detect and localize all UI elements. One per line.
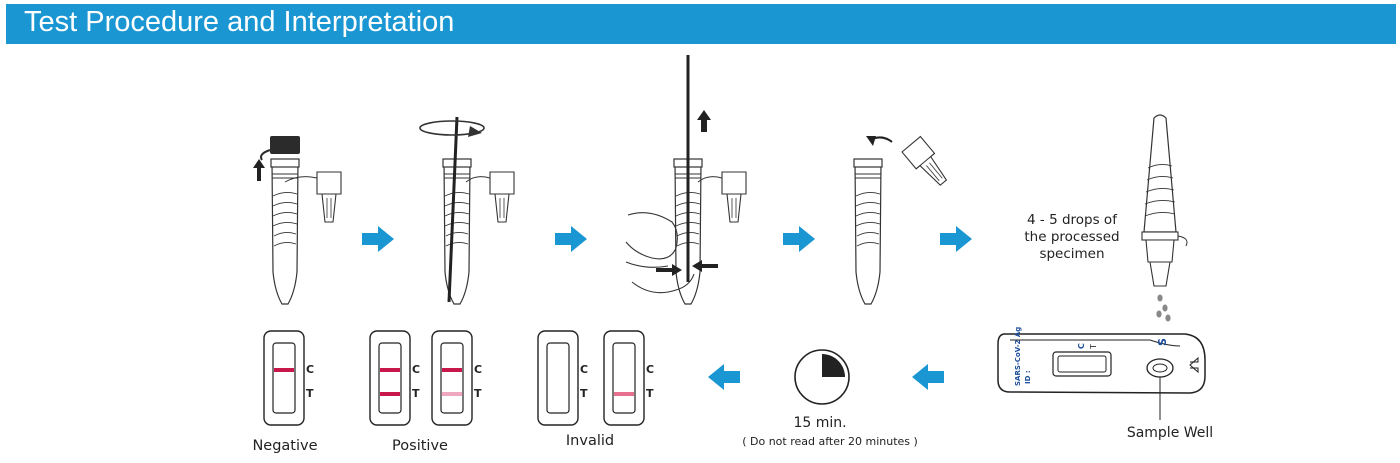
step4-curve-arrow	[866, 136, 893, 146]
step4-dropper-tilted	[901, 136, 954, 191]
step3-up-arrow	[697, 110, 711, 132]
timer-clock-icon	[794, 349, 850, 405]
invalid-1-t-marker: T	[580, 387, 588, 400]
step5-instruction-line-1: 4 - 5 drops of	[1027, 212, 1117, 228]
step3-tube-squeeze	[673, 55, 703, 305]
arrow-right-1	[362, 226, 394, 252]
positive-2-c-marker: C	[474, 363, 483, 376]
cassette-sample-mark: S	[1156, 338, 1169, 346]
result-negative-label: Negative	[252, 438, 318, 454]
step5-instruction: 4 - 5 drops of the processed specimen	[1012, 212, 1132, 263]
result-card-invalid-blank	[537, 330, 579, 426]
test-cassette: SARS-CoV-2 Ag ID : C T S	[997, 327, 1206, 420]
step2-rotate-arrow	[419, 120, 485, 137]
step1-lid	[253, 136, 300, 181]
invalid-2-t-marker: T	[646, 387, 654, 400]
step5-drops	[1156, 294, 1171, 322]
step3-hand	[625, 212, 718, 294]
step2-tube-with-swab	[442, 116, 472, 305]
step1-dropper-cap	[284, 171, 342, 223]
timer-note: ( Do not read after 20 minutes )	[742, 435, 918, 448]
result-invalid-label: Invalid	[565, 433, 615, 449]
header-bar: Test Procedure and Interpretation	[6, 4, 1396, 44]
result-positive-label: Positive	[392, 438, 448, 454]
invalid-1-c-marker: C	[580, 363, 589, 376]
arrow-right-2	[555, 226, 587, 252]
page-title: Test Procedure and Interpretation	[24, 6, 455, 38]
cassette-id-label: ID :	[1024, 370, 1032, 384]
result-card-negative	[263, 330, 305, 426]
arrow-left-2	[708, 364, 740, 390]
invalid-2-c-marker: C	[646, 363, 655, 376]
arrow-left-1	[912, 364, 944, 390]
timer-label: 15 min.	[793, 415, 847, 431]
step1-open-tube	[270, 158, 300, 305]
arrow-right-4	[940, 226, 972, 252]
arrow-right-3	[783, 226, 815, 252]
cassette-brand-label: SARS-CoV-2 Ag	[1014, 327, 1022, 386]
positive-1-t-marker: T	[412, 387, 420, 400]
result-card-positive-strong	[369, 330, 411, 426]
negative-c-marker: C	[306, 363, 315, 376]
result-card-invalid-test-only	[603, 330, 645, 426]
result-card-positive-faint	[431, 330, 473, 426]
positive-2-t-marker: T	[474, 387, 482, 400]
cassette-test-mark: T	[1089, 344, 1098, 350]
step4-tube-capped	[853, 158, 883, 305]
step3-dropper-cap	[697, 171, 747, 223]
cassette-control-mark: C	[1077, 343, 1086, 349]
sample-well-label: Sample Well	[1126, 425, 1214, 441]
step5-instruction-line-2: the processed	[1024, 229, 1120, 245]
step2-dropper-cap	[465, 171, 515, 223]
negative-t-marker: T	[306, 387, 314, 400]
positive-1-c-marker: C	[412, 363, 421, 376]
step5-instruction-line-3: specimen	[1039, 246, 1105, 262]
step5-dropper-tube	[1141, 114, 1188, 287]
